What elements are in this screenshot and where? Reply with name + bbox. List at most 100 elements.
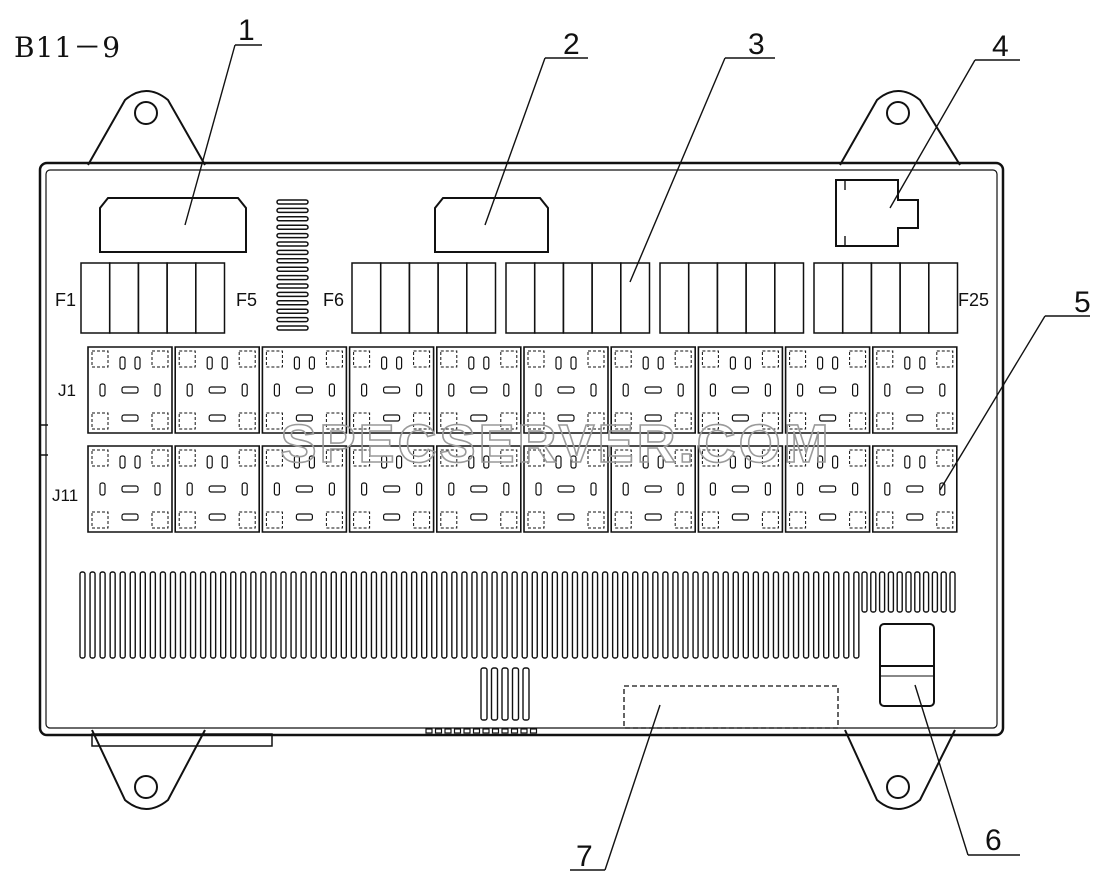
callout-5: 5: [1074, 286, 1091, 319]
bottom-slot: [501, 667, 509, 721]
ladder-slots: [276, 199, 309, 331]
figure-title: B11－9: [14, 31, 122, 64]
vent-slot: [179, 571, 187, 659]
relay: [348, 346, 435, 434]
vent-slot: [632, 571, 639, 659]
ladder-slot: [276, 224, 309, 230]
ladder-slot: [276, 207, 309, 214]
relay: [697, 346, 784, 434]
vent-slot: [149, 571, 157, 659]
vent-slots: [79, 571, 956, 659]
vent-slot: [79, 571, 86, 659]
edge-pin: [453, 728, 462, 734]
relay: [174, 445, 260, 533]
ladder-slot: [276, 274, 309, 281]
vent-slot-short: [949, 571, 956, 613]
callout-7: 7: [576, 840, 593, 873]
fuse-slot: [899, 262, 930, 334]
fuse-slot: [841, 262, 873, 334]
relay-label-j11: J11: [52, 486, 78, 505]
vent-slot: [159, 571, 167, 659]
edge-pin: [444, 728, 452, 734]
relay: [261, 346, 348, 434]
relay: [784, 445, 871, 533]
edge-pin: [463, 728, 471, 734]
fuse-slot: [813, 262, 844, 334]
relay: [697, 445, 784, 533]
ladder-slot: [276, 241, 309, 247]
ladder-slot: [276, 308, 309, 314]
connector-2: [434, 197, 549, 253]
edge-pin: [501, 728, 509, 734]
callout-1: 1: [238, 14, 255, 47]
vent-slot: [642, 571, 649, 659]
vent-slot: [541, 571, 548, 659]
component-7-outline: [623, 685, 839, 729]
fuse-slot: [466, 262, 497, 334]
component-4-module: [835, 179, 919, 247]
fuse-slot: [166, 262, 197, 334]
vent-slot: [350, 571, 358, 659]
callout-6: 6: [985, 824, 1002, 857]
leader-lines: [184, 44, 1090, 871]
vent-slot: [481, 571, 488, 659]
edge-pins: [425, 728, 538, 734]
fuse-slot: [80, 262, 111, 334]
vent-slot: [712, 571, 719, 659]
relay: [436, 346, 522, 434]
fuse-slot: [745, 262, 776, 334]
vent-slot: [199, 571, 207, 659]
mounting-ear-top-left: [87, 90, 206, 166]
vent-slot: [300, 571, 307, 659]
vent-slot: [853, 571, 860, 659]
vent-slot: [219, 571, 227, 659]
vent-slot: [521, 571, 528, 659]
vent-slot: [230, 571, 237, 659]
fuse-label-f5: F5: [236, 290, 257, 310]
relay-bank: [87, 346, 958, 533]
bottom-tab: [91, 733, 273, 747]
vent-slot: [310, 571, 317, 659]
vent-slot: [622, 571, 629, 659]
vent-slot-short: [878, 571, 886, 613]
component-6-block: [879, 623, 935, 707]
vent-slot: [421, 571, 428, 659]
vent-slot: [109, 571, 116, 659]
vent-slot: [400, 571, 408, 659]
vent-slot: [471, 571, 478, 659]
vent-slot: [843, 571, 850, 659]
relay: [87, 445, 173, 533]
mounting-ear-top-right: [839, 90, 961, 166]
vent-slot-short: [870, 571, 877, 613]
ladder-slot: [276, 258, 309, 264]
relay: [87, 346, 173, 434]
vent-slot: [169, 571, 177, 659]
ladder-slot: [276, 199, 309, 205]
fuse-slot: [716, 262, 747, 334]
fuse-slot: [533, 262, 565, 334]
bottom-slot: [511, 667, 520, 721]
fuse-slot: [195, 262, 226, 334]
fuse-slot: [437, 262, 468, 334]
vent-slot: [290, 571, 297, 659]
vent-slot: [772, 571, 780, 659]
vent-slot: [501, 571, 508, 659]
vent-slot: [370, 571, 378, 659]
vent-slot: [129, 571, 136, 659]
vent-slot: [260, 571, 267, 659]
fuse-slot: [620, 262, 651, 334]
relay: [610, 445, 696, 533]
vent-slot: [461, 571, 468, 659]
edge-pin: [482, 728, 490, 734]
bottom-slot: [522, 667, 530, 721]
edge-pin: [520, 728, 528, 734]
housing-outline: [38, 161, 1005, 737]
vent-slot: [240, 571, 247, 659]
relay: [261, 445, 348, 533]
edge-pin: [529, 728, 538, 734]
connector-1: [99, 197, 247, 253]
bottom-slot: [480, 667, 488, 721]
vent-slot: [511, 571, 518, 659]
vent-slot: [833, 571, 840, 659]
